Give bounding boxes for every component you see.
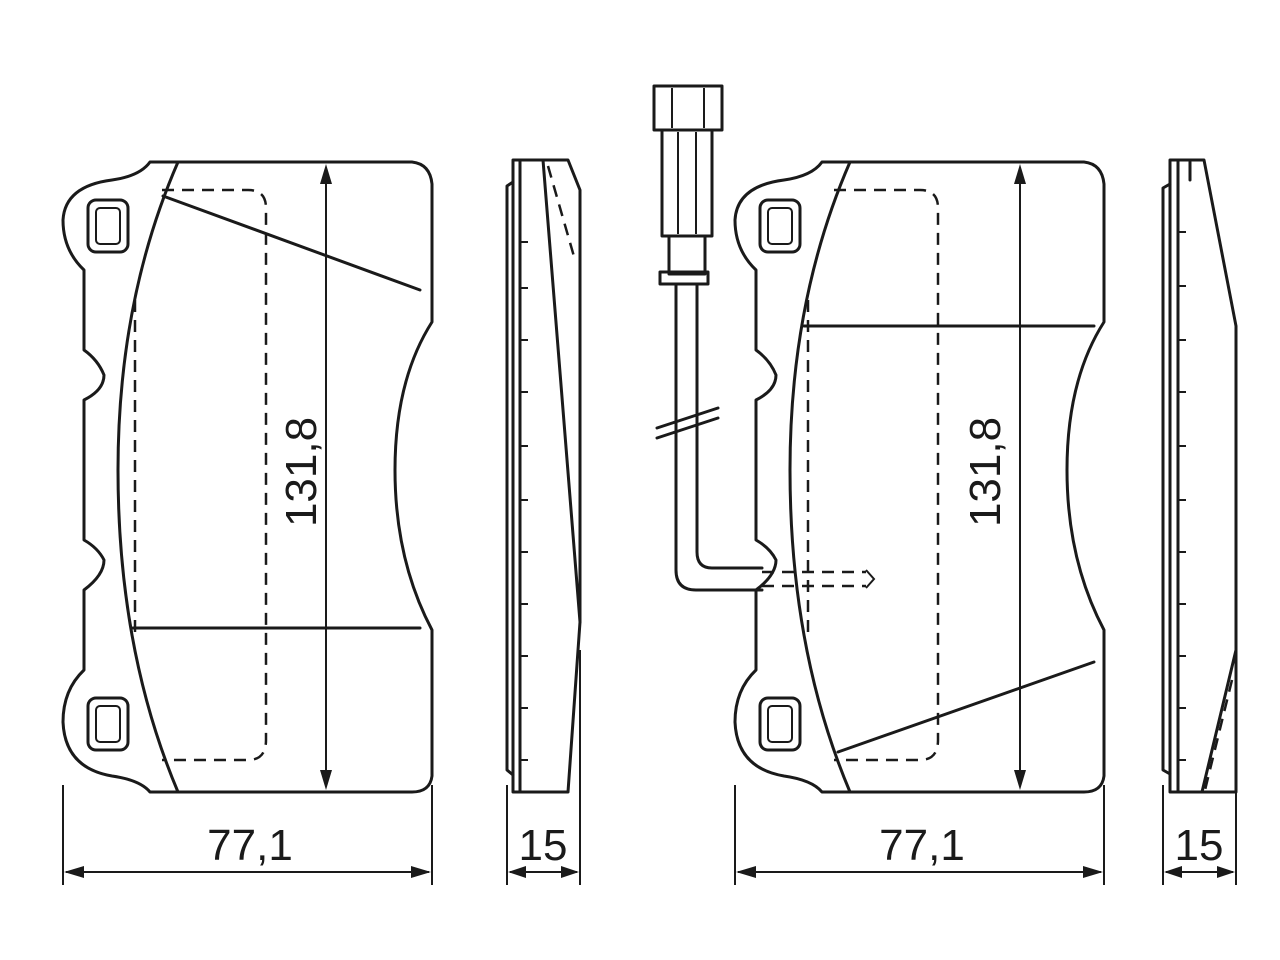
wear-sensor [652, 84, 876, 592]
sensor-collar [667, 234, 707, 276]
left-pad-height-label: 131,8 [277, 417, 326, 527]
right-thickness-arrow-right [1217, 866, 1235, 878]
left-side-dashed [546, 165, 577, 261]
left-pad-thickness-label: 15 [519, 821, 568, 870]
left-pad-side-view: 15 [505, 158, 582, 885]
right-friction-edge [788, 160, 852, 794]
left-side-taper-line [541, 158, 582, 624]
left-pad-front-view: 131,8 77,1 [61, 160, 434, 885]
right-side-dashed [1203, 679, 1234, 791]
right-side-tick-marks [1178, 231, 1186, 761]
right-pad-thickness-label: 15 [1175, 821, 1224, 870]
sensor-connector-body [660, 128, 714, 238]
left-width-arrow-left [64, 866, 84, 878]
right-pad-outline [733, 160, 1106, 794]
sensor-probe-tip [865, 569, 876, 589]
right-thickness-arrow-left [1164, 866, 1182, 878]
right-height-arrow-bottom [1014, 770, 1026, 790]
right-pad-side-view: 15 [1161, 158, 1238, 885]
right-inner-dashed-contour [806, 188, 940, 762]
right-width-arrow-left [736, 866, 756, 878]
cable-break-mark-2 [655, 406, 720, 430]
sensor-grommet [658, 270, 710, 286]
sensor-connector [652, 84, 724, 132]
right-pad-width-label: 77,1 [879, 821, 965, 870]
right-height-arrow-top [1014, 164, 1026, 184]
left-side-backplate [511, 158, 582, 794]
sensor-cable [674, 282, 764, 592]
left-chamfer-line [161, 194, 422, 292]
left-inner-dashed-contour [133, 188, 268, 762]
left-side-friction [505, 180, 515, 777]
left-width-arrow-right [411, 866, 431, 878]
left-pad-outline [61, 160, 434, 794]
right-chamfer-line [836, 660, 1096, 754]
right-pad-front-view: 131,8 77,1 [733, 160, 1106, 885]
cable-break-mark-1 [655, 416, 720, 440]
right-top-hole-inner [767, 207, 793, 245]
right-side-backplate [1168, 158, 1238, 794]
right-pad-height-label: 131,8 [961, 417, 1010, 527]
left-top-mounting-hole [86, 198, 130, 254]
right-top-mounting-hole [758, 198, 802, 254]
right-side-taper-line [1200, 648, 1238, 794]
left-thickness-arrow-left [508, 866, 526, 878]
right-side-friction [1161, 182, 1172, 776]
left-height-arrow-top [320, 164, 332, 184]
left-height-arrow-bottom [320, 770, 332, 790]
left-side-tick-marks [520, 241, 528, 761]
left-friction-edge [116, 160, 180, 794]
left-top-hole-inner [95, 207, 121, 245]
right-bottom-hole-inner [767, 705, 793, 743]
left-thickness-arrow-right [561, 866, 579, 878]
right-width-arrow-right [1083, 866, 1103, 878]
left-bottom-hole-inner [95, 705, 121, 743]
right-bottom-mounting-hole [758, 696, 802, 752]
left-pad-width-label: 77,1 [207, 821, 293, 870]
left-bottom-mounting-hole [86, 696, 130, 752]
